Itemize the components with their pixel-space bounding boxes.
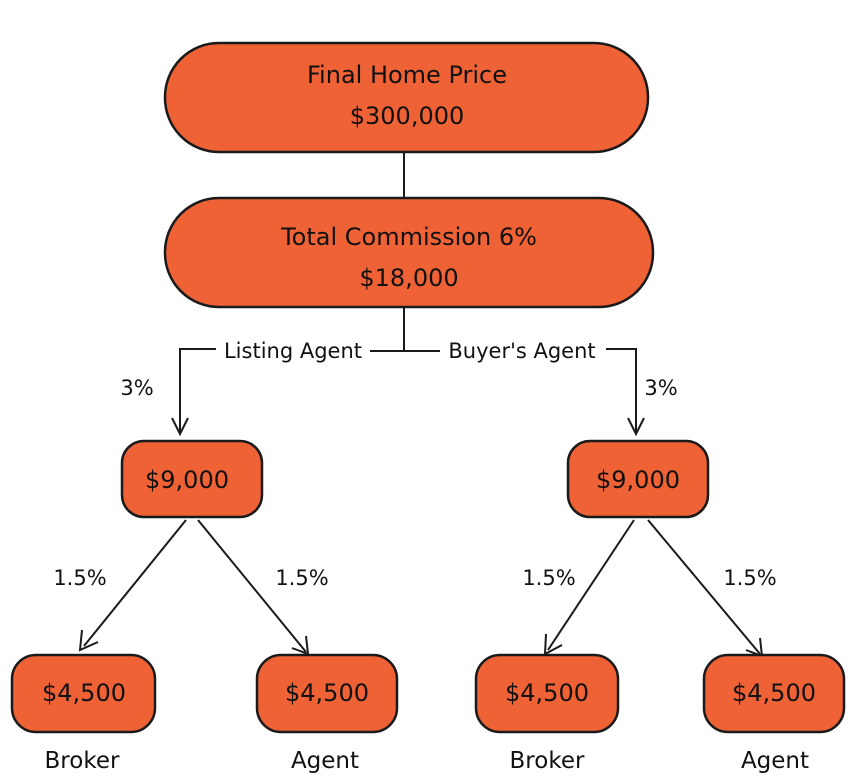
buyer-broker-caption: Broker bbox=[510, 748, 585, 774]
listing-percent-label: 3% bbox=[120, 376, 153, 400]
commission-node-shape bbox=[163, 196, 655, 309]
edge-listing-to-agent bbox=[197, 519, 307, 653]
buyer-agent-percent: 1.5% bbox=[723, 566, 776, 590]
listing-value-node-shape bbox=[120, 439, 264, 519]
buyer-value-node-shape bbox=[566, 439, 710, 519]
listing-broker-node-shape bbox=[10, 653, 157, 734]
listing-agent-label: Listing Agent bbox=[224, 339, 362, 363]
listing-agent-node-shape bbox=[255, 653, 399, 734]
root-node: Final Home Price $300,000 bbox=[163, 41, 650, 154]
commission-node-value: $18,000 bbox=[359, 264, 458, 292]
buyer-agent-caption: Agent bbox=[741, 748, 809, 774]
edge-listing-branch-left bbox=[179, 348, 216, 432]
edge-listing-to-broker bbox=[83, 519, 187, 647]
listing-agent-value: $4,500 bbox=[285, 679, 369, 707]
listing-broker-value: $4,500 bbox=[42, 679, 126, 707]
listing-agent-node: $4,500 bbox=[255, 653, 399, 734]
buyer-agent-label: Buyer's Agent bbox=[448, 339, 595, 363]
arrowhead-listing-broker bbox=[78, 629, 99, 652]
buyer-broker-node-shape bbox=[474, 653, 620, 734]
edge-buyer-to-agent bbox=[647, 519, 761, 655]
buyer-agent-node: $4,500 bbox=[702, 653, 846, 734]
commission-node: Total Commission 6% $18,000 bbox=[163, 196, 655, 309]
listing-broker-percent: 1.5% bbox=[53, 566, 106, 590]
listing-value-node: $9,000 bbox=[120, 439, 264, 519]
arrowhead-buyer-broker bbox=[543, 633, 563, 656]
buyer-broker-node: $4,500 bbox=[474, 653, 620, 734]
listing-value-text: $9,000 bbox=[145, 466, 229, 494]
buyer-broker-percent: 1.5% bbox=[522, 566, 575, 590]
edge-buyer-to-broker bbox=[547, 519, 635, 651]
commission-node-title: Total Commission 6% bbox=[280, 223, 537, 251]
listing-agent-percent: 1.5% bbox=[275, 566, 328, 590]
listing-agent-caption: Agent bbox=[291, 748, 359, 774]
arrowhead-listing bbox=[171, 417, 189, 437]
buyer-value-text: $9,000 bbox=[596, 466, 680, 494]
buyer-value-node: $9,000 bbox=[566, 439, 710, 519]
buyer-agent-node-shape bbox=[702, 653, 846, 734]
root-node-title: Final Home Price bbox=[307, 61, 507, 89]
buyer-percent-label: 3% bbox=[644, 376, 677, 400]
edge-buyer-branch-right bbox=[606, 348, 637, 432]
listing-broker-caption: Broker bbox=[45, 748, 120, 774]
arrowhead-buyer bbox=[627, 417, 645, 437]
listing-broker-node: $4,500 bbox=[10, 653, 157, 734]
root-node-shape bbox=[163, 41, 650, 154]
root-node-value: $300,000 bbox=[350, 102, 465, 130]
buyer-broker-value: $4,500 bbox=[505, 679, 589, 707]
buyer-agent-value: $4,500 bbox=[732, 679, 816, 707]
